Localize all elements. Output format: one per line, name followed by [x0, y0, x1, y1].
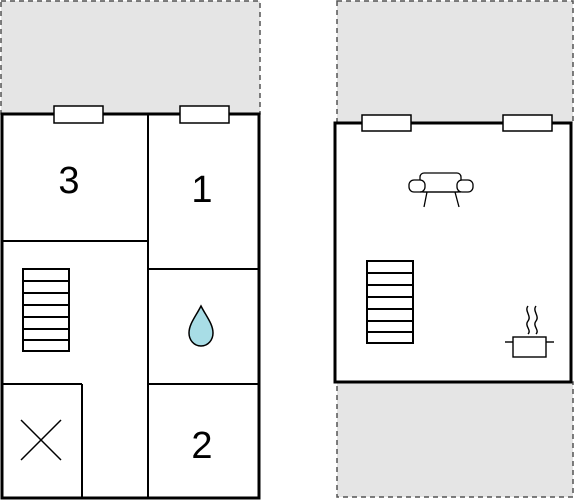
stairs-icon: [366, 260, 414, 344]
cooking-pot-icon: [505, 305, 554, 358]
window: [53, 105, 104, 124]
cross-icon: [20, 419, 62, 461]
interior-walls-left: [2, 114, 259, 498]
window: [179, 105, 230, 124]
room-label-1: 1: [191, 169, 212, 211]
left-floor: 3 1 2: [0, 0, 261, 500]
stairs-icon: [22, 268, 70, 352]
terrace-top-right: [336, 0, 574, 124]
room-label-2: 2: [191, 425, 212, 467]
window: [502, 114, 553, 132]
sofa-icon: [408, 172, 474, 208]
terrace-top-left: [0, 0, 261, 115]
room-label-3: 3: [58, 160, 79, 202]
water-drop-icon: [188, 304, 214, 347]
window: [361, 114, 412, 132]
terrace-bottom-right: [336, 381, 574, 498]
right-floor: [333, 0, 574, 498]
